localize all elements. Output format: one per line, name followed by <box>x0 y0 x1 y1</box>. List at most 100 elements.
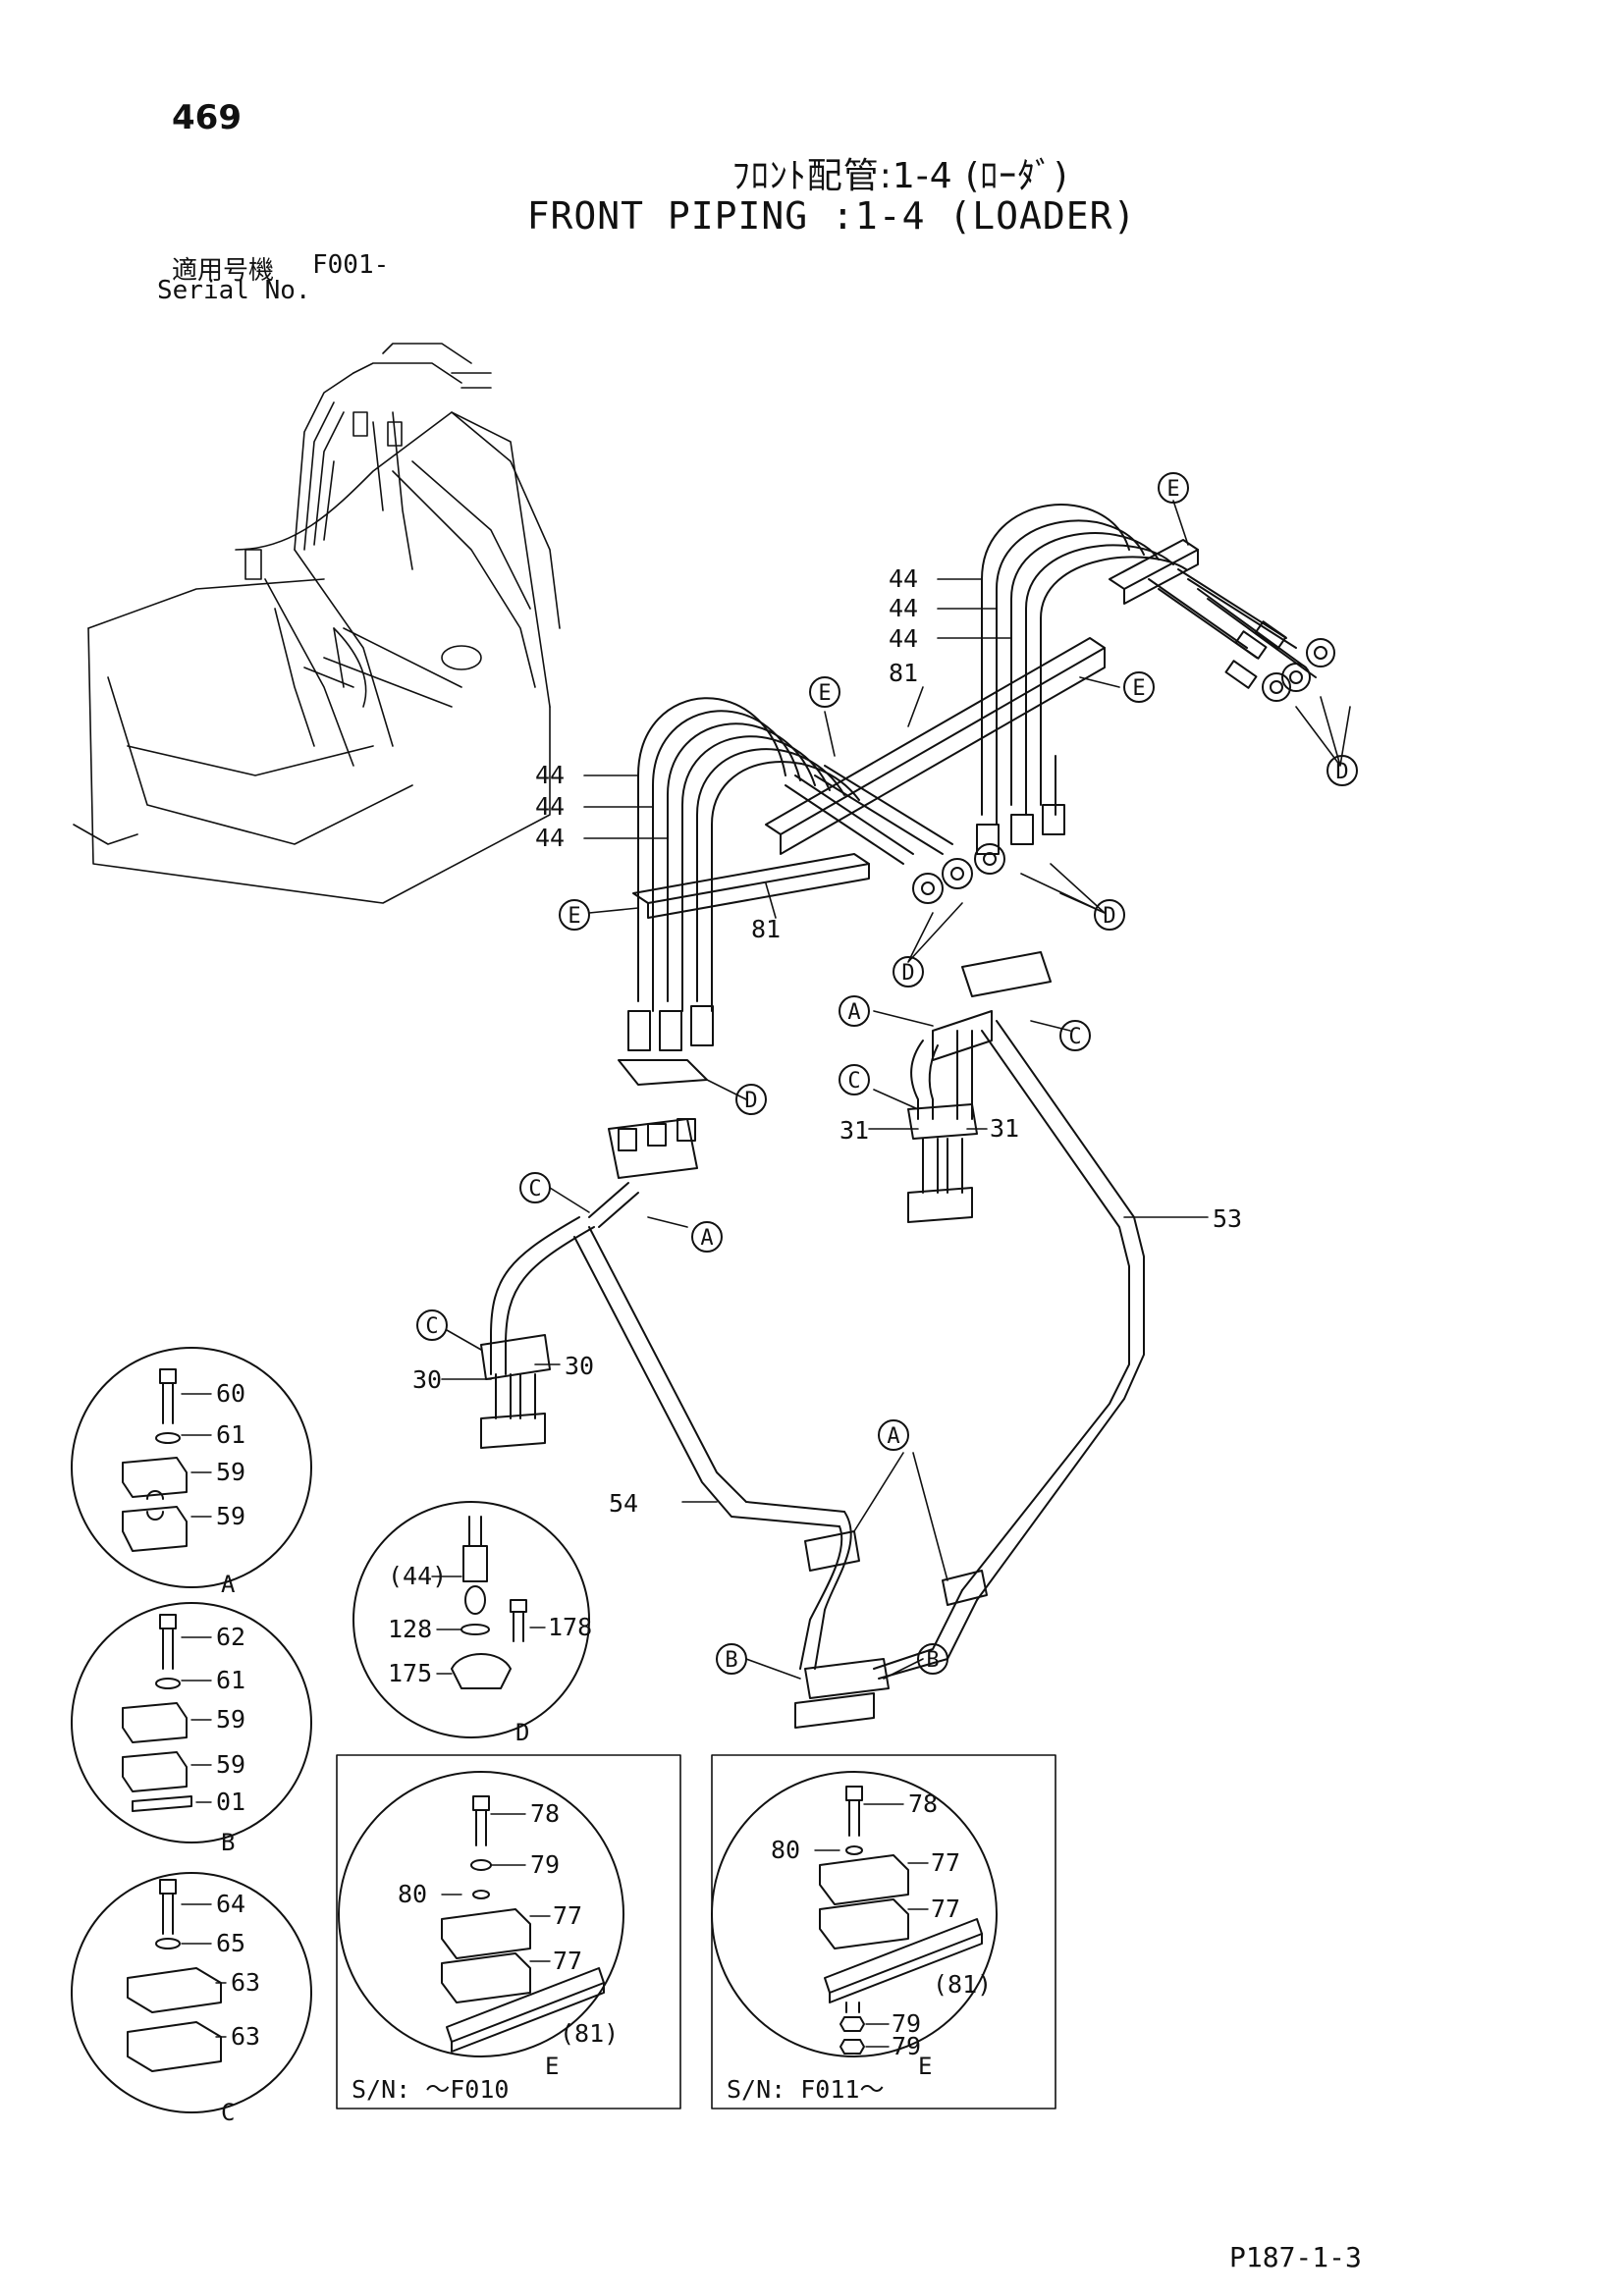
detail-ref-marker: D <box>1326 755 1358 786</box>
svg-text:77: 77 <box>931 1895 960 1923</box>
callout-leaders <box>441 500 1351 1680</box>
callout-44: 44 <box>535 824 565 852</box>
page-title-english: FRONT PIPING :1-4 (LOADER) <box>526 194 1137 238</box>
main-piping-assembly <box>480 504 1335 1729</box>
svg-text:63: 63 <box>231 2022 260 2051</box>
svg-text:B: B <box>926 1648 939 1673</box>
svg-text:E: E <box>568 904 580 929</box>
svg-text:77: 77 <box>553 1901 582 1930</box>
svg-text:(81): (81) <box>933 1970 992 1999</box>
detail-ref-marker: B <box>917 1643 948 1675</box>
detail-ref-marker: A <box>839 995 870 1027</box>
svg-text:01: 01 <box>216 1788 245 1816</box>
svg-text:(81): (81) <box>560 2019 619 2048</box>
detail-reference-markers: E E E E D D D A C C A C D C A B B <box>416 472 1358 1675</box>
svg-text:A: A <box>700 1226 713 1251</box>
callout-53: 53 <box>1213 1204 1242 1233</box>
callout-30: 30 <box>412 1365 442 1394</box>
detail-ref-marker: B <box>716 1643 747 1675</box>
svg-text:D: D <box>901 961 914 986</box>
svg-text:78: 78 <box>530 1799 560 1828</box>
svg-text:C: C <box>221 2099 235 2126</box>
svg-text:E: E <box>545 2053 559 2080</box>
serial-code: F001- <box>312 250 390 280</box>
callout-44: 44 <box>889 564 918 593</box>
detail-ref-marker: E <box>1158 472 1189 504</box>
svg-text:E: E <box>1132 676 1145 701</box>
svg-text:(44): (44) <box>388 1562 447 1590</box>
callout-44: 44 <box>889 594 918 622</box>
detail-ref-marker: D <box>893 956 924 988</box>
svg-text:77: 77 <box>931 1848 960 1877</box>
svg-text:A: A <box>887 1424 899 1449</box>
svg-text:C: C <box>847 1069 860 1094</box>
detail-d: (44) 128 175 178 D <box>352 1501 592 1746</box>
svg-text:79: 79 <box>892 2032 921 2060</box>
callout-81: 81 <box>751 915 781 943</box>
svg-text:E: E <box>818 681 831 706</box>
detail-c: 64 65 63 63 C <box>71 1872 312 2126</box>
detail-ref-marker: E <box>1123 671 1155 703</box>
callout-30: 30 <box>565 1352 594 1380</box>
detail-ref-marker: C <box>519 1172 551 1203</box>
callout-81: 81 <box>889 659 918 687</box>
svg-text:79: 79 <box>892 2009 921 2038</box>
svg-text:80: 80 <box>398 1880 427 1908</box>
svg-text:D: D <box>515 1719 529 1746</box>
loader-overview-sketch <box>73 343 561 904</box>
svg-text:128: 128 <box>388 1615 432 1643</box>
detail-e-early: 78 79 80 77 77 (81) E S/N: ～F010 <box>336 1754 681 2109</box>
detail-ref-marker: C <box>839 1064 870 1095</box>
callout-44: 44 <box>889 624 918 653</box>
detail-ref-marker: E <box>559 899 590 931</box>
detail-e-late: 78 80 77 77 (81) 79 79 E S/N: F011～ <box>711 1754 1056 2109</box>
svg-text:63: 63 <box>231 1968 260 1997</box>
svg-text:59: 59 <box>216 1705 245 1734</box>
detail-ref-marker: D <box>735 1084 767 1115</box>
svg-text:A: A <box>221 1571 236 1598</box>
detail-ref-marker: A <box>878 1419 909 1451</box>
svg-text:B: B <box>725 1648 737 1673</box>
callout-44: 44 <box>535 761 565 789</box>
svg-text:D: D <box>1335 760 1348 784</box>
svg-text:60: 60 <box>216 1379 245 1408</box>
svg-text:E: E <box>918 2053 932 2080</box>
svg-text:59: 59 <box>216 1750 245 1779</box>
detail-ref-marker: D <box>1094 899 1125 931</box>
detail-a: 60 61 59 59 A <box>71 1347 312 1598</box>
page-title-japanese: ﾌﾛﾝﾄ配管:1-4 (ﾛｰﾀﾞ) <box>731 156 1069 196</box>
svg-text:79: 79 <box>530 1850 560 1879</box>
svg-text:61: 61 <box>216 1420 245 1449</box>
svg-text:78: 78 <box>908 1789 938 1818</box>
detail-ref-marker: E <box>809 676 840 708</box>
svg-text:D: D <box>744 1089 757 1113</box>
callout-31: 31 <box>839 1116 869 1145</box>
detail-ref-marker: C <box>1059 1020 1091 1051</box>
page-number: 469 <box>172 98 242 137</box>
callout-44: 44 <box>535 792 565 821</box>
svg-text:80: 80 <box>771 1836 800 1864</box>
svg-text:E: E <box>1166 477 1179 502</box>
main-callout-labels: 44 44 44 81 44 44 44 81 53 54 30 30 31 3… <box>412 564 1242 1518</box>
svg-text:D: D <box>1103 904 1115 929</box>
svg-text:C: C <box>528 1177 541 1201</box>
svg-text:A: A <box>847 1000 860 1025</box>
detail-b: 62 61 59 59 01 B <box>71 1602 312 1856</box>
svg-text:178: 178 <box>548 1613 592 1641</box>
serial-label-japanese: 適用号機 <box>172 256 275 286</box>
svg-text:61: 61 <box>216 1666 245 1694</box>
svg-text:77: 77 <box>553 1947 582 1975</box>
svg-text:64: 64 <box>216 1890 245 1918</box>
serial-note-early: S/N: ～F010 <box>352 2075 509 2104</box>
svg-text:65: 65 <box>216 1929 245 1957</box>
detail-ref-marker: C <box>416 1309 448 1341</box>
serial-note-late: S/N: F011～ <box>727 2075 884 2104</box>
callout-31: 31 <box>990 1114 1019 1143</box>
svg-text:62: 62 <box>216 1623 245 1651</box>
svg-text:B: B <box>221 1829 235 1856</box>
svg-text:C: C <box>425 1314 438 1339</box>
svg-text:59: 59 <box>216 1502 245 1530</box>
svg-text:175: 175 <box>388 1659 432 1687</box>
svg-text:59: 59 <box>216 1458 245 1486</box>
